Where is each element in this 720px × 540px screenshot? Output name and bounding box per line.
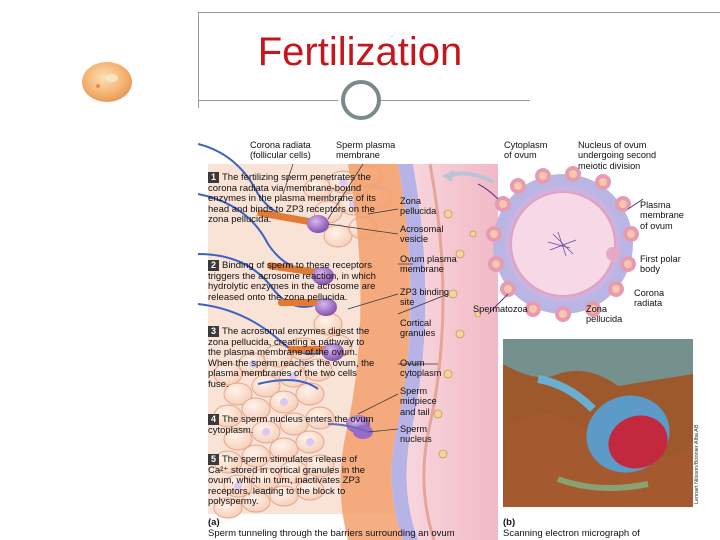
- label-sperm-membrane: Sperm plasma membrane: [336, 140, 396, 161]
- caption-b-text: Scanning electron micrograph of spermato…: [503, 528, 670, 540]
- fertilization-illustration: [198, 143, 693, 540]
- title-rule-left: [198, 100, 338, 101]
- label-acrosomal-vesicle: Acrosomal vesicle: [400, 224, 444, 245]
- label-spermatozoa: Spermatozoa: [473, 304, 528, 314]
- label-zona-b: Zona pellucida: [586, 304, 623, 325]
- label-corona-b: Corona radiata: [634, 288, 665, 309]
- zona-pellucida-band: [340, 164, 411, 540]
- step-text: The sperm nucleus enters the ovum cytopl…: [208, 414, 374, 436]
- step-text: The fertilizing sperm penetrates the cor…: [208, 172, 376, 226]
- step-number: 1: [208, 172, 219, 183]
- caption-b: (b) Scanning electron micrograph of sper…: [503, 506, 703, 540]
- label-zp3: ZP3 binding site: [400, 287, 450, 308]
- label-corona-radiata: Corona radiata (follicular cells): [250, 140, 311, 161]
- label-first-polar-body: First polar body: [640, 254, 681, 275]
- ornament-circle: [341, 80, 381, 120]
- step-text: Binding of sperm to these receptors trig…: [208, 260, 376, 303]
- ovum-cytoplasm: [406, 164, 498, 540]
- cortical-granules: [433, 209, 482, 459]
- label-nucleus-ovum: Nucleus of ovum undergoing second meioti…: [578, 140, 657, 171]
- caption-a-text: Sperm tunneling through the barriers sur…: [208, 528, 455, 539]
- sem-micrograph: [503, 339, 693, 507]
- step-number: 5: [208, 454, 219, 465]
- ovum-diagram: [477, 166, 644, 322]
- caption-b-letter: (b): [503, 517, 516, 528]
- step-number: 2: [208, 260, 219, 271]
- photo-credit: Lennart Nilsson/Bonnier Alba AB: [694, 424, 700, 505]
- caption-a: (a) Sperm tunneling through the barriers…: [208, 506, 508, 539]
- label-plasma-membrane-ovum: Plasma membrane of ovum: [640, 200, 684, 231]
- left-rule: [198, 12, 199, 108]
- egg-cell-icon: [82, 62, 132, 102]
- label-cortical-granules: Cortical granules: [400, 318, 436, 339]
- ovum-membrane-band: [391, 164, 426, 540]
- step-text: The acrosomal enzymes digest the zona pe…: [208, 326, 375, 390]
- slide-title: Fertilization: [257, 30, 463, 74]
- top-rule: [198, 12, 720, 13]
- step-text: The sperm stimulates release of Ca²⁺ sto…: [208, 454, 366, 508]
- caption-a-letter: (a): [208, 517, 220, 528]
- label-cytoplasm-ovum: Cytoplasm of ovum: [504, 140, 548, 161]
- step-number: 3: [208, 326, 219, 337]
- title-rule-right: [380, 100, 530, 101]
- label-sperm-midpiece: Sperm midpiece and tail: [400, 386, 437, 417]
- label-sperm-nucleus: Sperm nucleus: [400, 424, 432, 445]
- label-zona-pellucida: Zona pellucida: [400, 196, 437, 217]
- label-ovum-cytoplasm: Ovum cytoplasm: [400, 358, 442, 379]
- label-ovum-membrane: Ovum plasma membrane: [400, 254, 457, 275]
- step-number: 4: [208, 414, 219, 425]
